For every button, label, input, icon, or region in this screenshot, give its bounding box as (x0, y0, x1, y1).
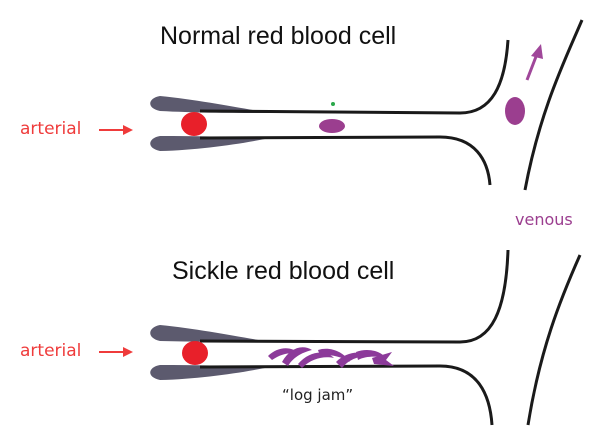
arterial-label-top: arterial (20, 119, 81, 139)
log-jam-label: “log jam” (282, 386, 353, 404)
sickle-cell-title: Sickle red blood cell (172, 257, 394, 286)
normal-venous-cell (505, 97, 525, 125)
normal-venous-line (525, 20, 582, 190)
sickle-red-cell (182, 341, 208, 365)
sickle-venous-line (528, 255, 580, 425)
normal-purple-dot (331, 102, 335, 106)
arterial-arrow-top (99, 125, 133, 135)
normal-red-cell (181, 112, 207, 136)
arterial-label-bottom: arterial (20, 341, 81, 361)
normal-cell-title: Normal red blood cell (160, 22, 396, 51)
venous-label: venous (515, 210, 573, 229)
venous-flow-arrow (527, 44, 543, 80)
sickle-upper-wall (150, 325, 270, 342)
normal-purple-cell (319, 119, 345, 133)
normal-lower-line (200, 137, 490, 185)
arterial-arrow-bottom (99, 347, 133, 357)
